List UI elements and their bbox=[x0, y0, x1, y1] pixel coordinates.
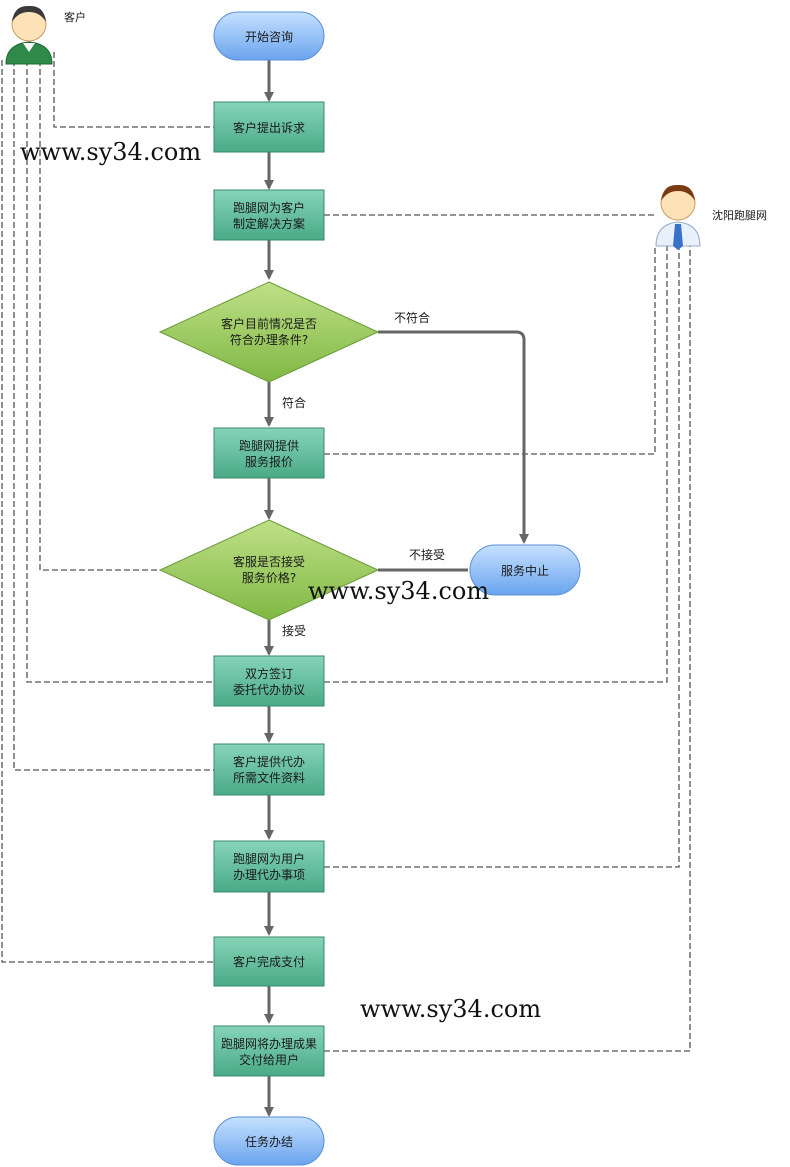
stop-node: 服务中止 bbox=[469, 544, 581, 596]
step-handle-affairs: 跑腿网为用户 办理代办事项 bbox=[213, 840, 325, 893]
customer-actor-label: 客户 bbox=[64, 10, 86, 24]
stop-label: 服务中止 bbox=[501, 563, 549, 578]
dash-customer-step1 bbox=[53, 52, 214, 128]
step5-label-1: 客户提供代办 bbox=[233, 754, 305, 769]
company-actor-icon bbox=[655, 184, 701, 250]
dash-company-step4 bbox=[324, 245, 668, 683]
watermark-1: www.sy34.com bbox=[20, 138, 201, 166]
step4-label-2: 委托代办协议 bbox=[233, 682, 305, 697]
decision-accept-price: 客服是否接受 服务价格? bbox=[158, 519, 380, 621]
step2-label-1: 跑腿网为客户 bbox=[233, 200, 305, 215]
edge-label-eligible: 符合 bbox=[282, 395, 306, 410]
step-customer-request: 客户提出诉求 bbox=[213, 101, 325, 153]
dash-company-step6 bbox=[324, 245, 680, 868]
end-label: 任务办结 bbox=[245, 1134, 293, 1149]
edge-label-accept: 接受 bbox=[282, 623, 306, 638]
step4-label-1: 双方签订 bbox=[245, 666, 293, 681]
edge-label-not-eligible: 不符合 bbox=[394, 310, 430, 325]
step8-label-1: 跑腿网将办理成果 bbox=[221, 1036, 317, 1051]
step-sign-agreement: 双方签订 委托代办协议 bbox=[213, 655, 325, 707]
step-deliver-results: 跑腿网将办理成果 交付给用户 bbox=[213, 1025, 325, 1077]
step6-label-1: 跑腿网为用户 bbox=[233, 851, 305, 866]
end-node: 任务办结 bbox=[213, 1116, 325, 1166]
company-actor-label: 沈阳跑腿网 bbox=[712, 208, 767, 222]
dash-company-step3 bbox=[324, 245, 656, 455]
dashed-connectors bbox=[1, 52, 691, 1052]
watermark-2: www.sy34.com bbox=[308, 577, 489, 605]
step7-label: 客户完成支付 bbox=[233, 954, 305, 969]
flow-arrows bbox=[264, 60, 529, 1117]
decision2-label-2: 服务价格? bbox=[242, 570, 296, 585]
start-node: 开始咨询 bbox=[213, 11, 325, 61]
edge-label-not-accept: 不接受 bbox=[409, 547, 445, 562]
step-payment: 客户完成支付 bbox=[213, 936, 325, 987]
step8-label-2: 交付给用户 bbox=[239, 1052, 299, 1067]
step-provide-documents: 客户提供代办 所需文件资料 bbox=[213, 743, 325, 796]
start-label: 开始咨询 bbox=[245, 29, 293, 44]
dash-customer-step7 bbox=[1, 60, 214, 963]
dash-customer-step4 bbox=[26, 60, 214, 683]
decision1-label-1: 客户目前情况是否 bbox=[221, 316, 317, 331]
step5-label-2: 所需文件资料 bbox=[233, 770, 305, 785]
decision-eligibility: 客户目前情况是否 符合办理条件? bbox=[158, 281, 380, 383]
step-service-quote: 跑腿网提供 服务报价 bbox=[213, 427, 325, 479]
step3-label-1: 跑腿网提供 bbox=[239, 438, 299, 453]
decision1-label-2: 符合办理条件? bbox=[230, 332, 308, 347]
customer-actor-icon bbox=[5, 5, 53, 65]
step3-label-2: 服务报价 bbox=[245, 454, 293, 469]
step2-label-2: 制定解决方案 bbox=[233, 216, 305, 231]
watermark-3: www.sy34.com bbox=[360, 995, 541, 1023]
decision2-label-1: 客服是否接受 bbox=[233, 554, 305, 569]
step-solution-plan: 跑腿网为客户 制定解决方案 bbox=[213, 189, 325, 241]
dash-company-step8 bbox=[324, 245, 691, 1052]
dash-customer-decision2 bbox=[39, 60, 160, 571]
dash-customer-step5 bbox=[13, 60, 214, 771]
step6-label-2: 办理代办事项 bbox=[233, 867, 305, 882]
step1-label: 客户提出诉求 bbox=[233, 120, 305, 135]
